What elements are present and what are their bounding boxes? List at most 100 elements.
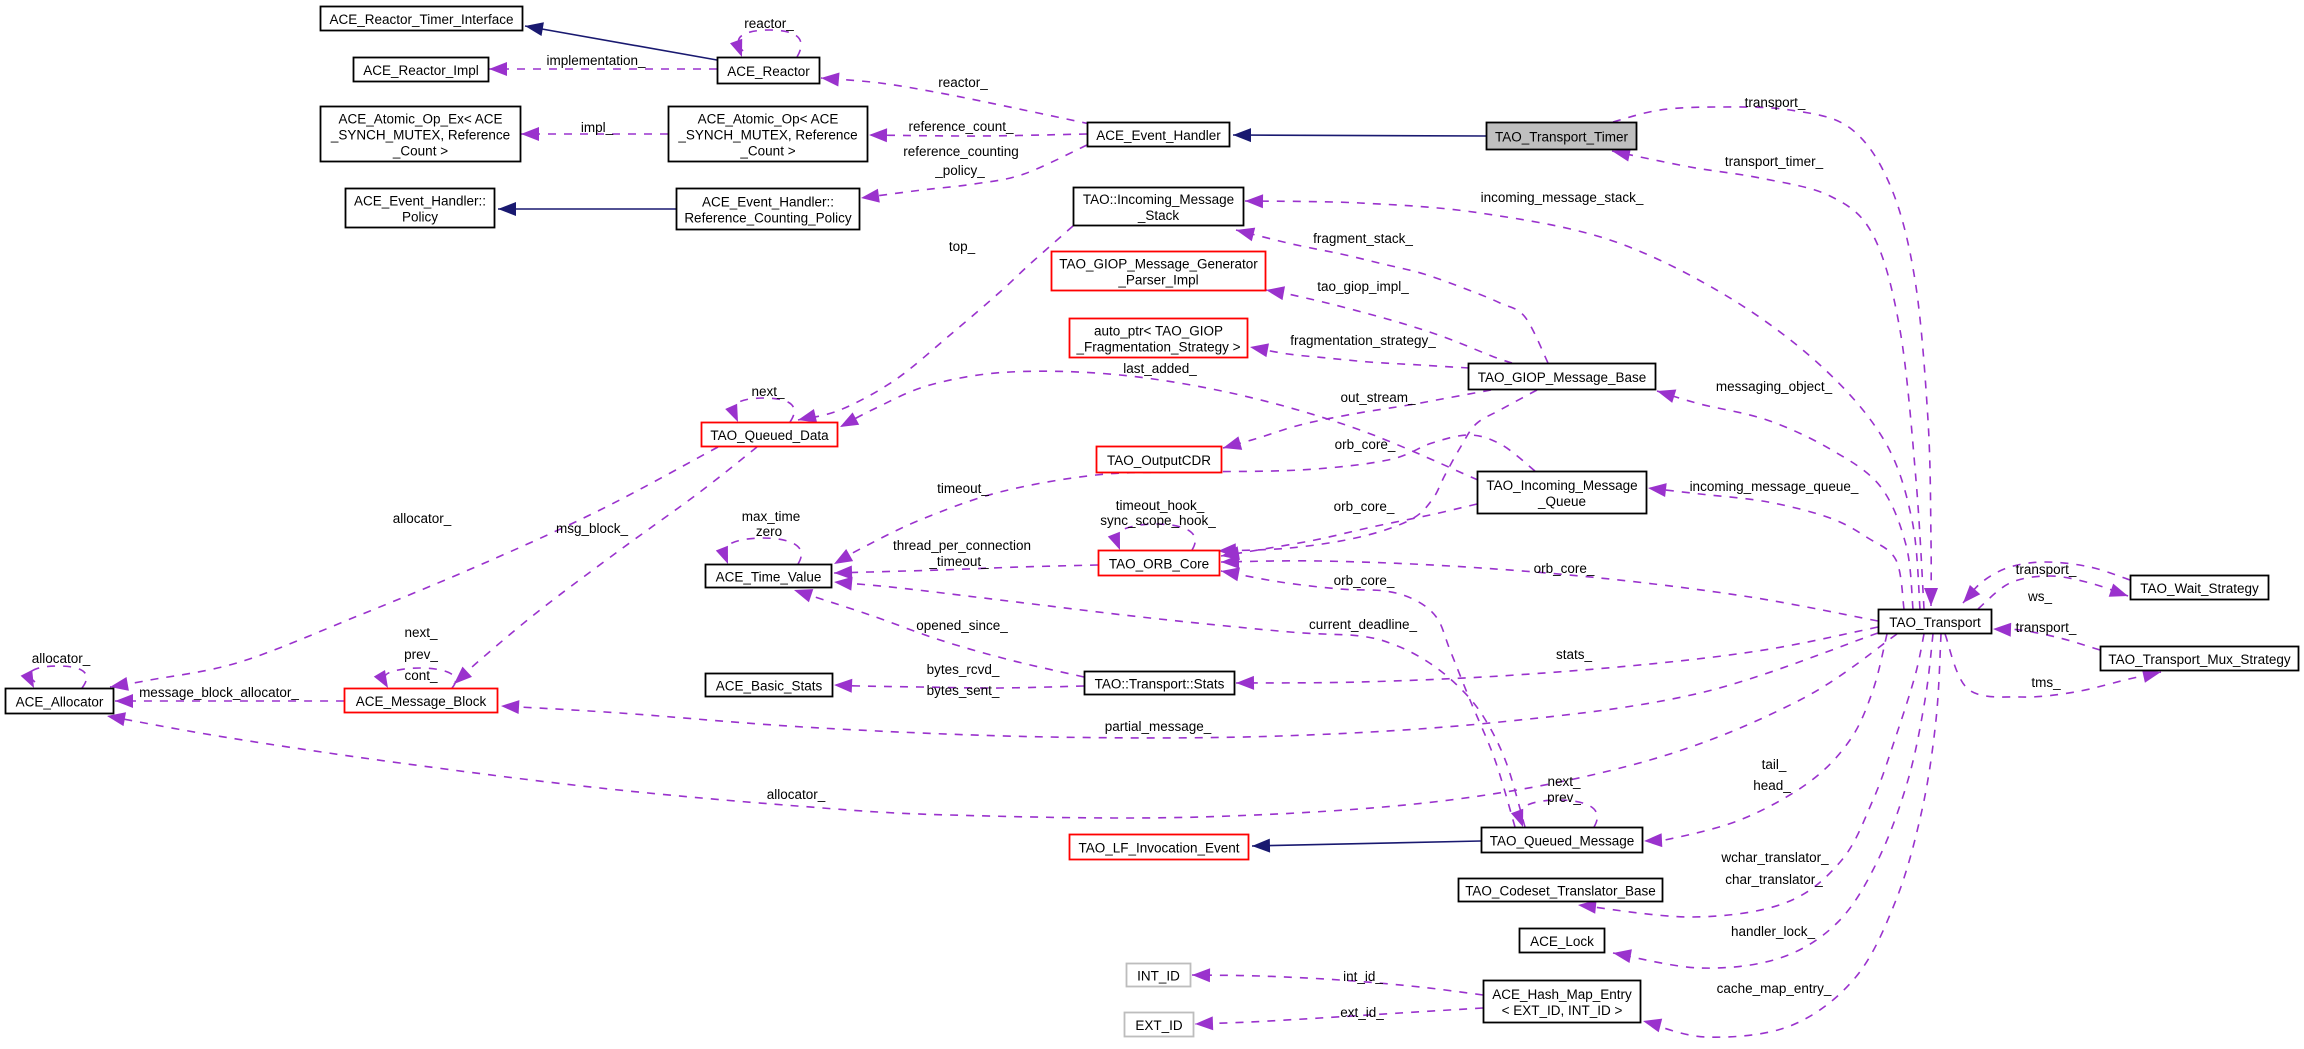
svg-text:orb_core_: orb_core_ bbox=[1334, 499, 1395, 514]
svg-text:INT_ID: INT_ID bbox=[1137, 969, 1180, 984]
svg-text:ACE_Event_Handler::: ACE_Event_Handler:: bbox=[702, 195, 834, 210]
svg-text:TAO_GIOP_Message_Base: TAO_GIOP_Message_Base bbox=[1478, 370, 1647, 385]
svg-text:ACE_Reactor_Timer_Interface: ACE_Reactor_Timer_Interface bbox=[329, 12, 513, 27]
svg-text:ext_id_: ext_id_ bbox=[1340, 1005, 1384, 1020]
svg-text:ACE_Reactor_Impl: ACE_Reactor_Impl bbox=[363, 63, 479, 78]
svg-text:ACE_Lock: ACE_Lock bbox=[1530, 934, 1594, 949]
svg-text:bytes_rcvd_: bytes_rcvd_ bbox=[927, 662, 1000, 677]
svg-text:out_stream_: out_stream_ bbox=[1340, 390, 1416, 405]
svg-text:last_added_: last_added_ bbox=[1123, 361, 1197, 376]
svg-text:ACE_Hash_Map_Entry: ACE_Hash_Map_Entry bbox=[1492, 987, 1632, 1002]
svg-text:int_id_: int_id_ bbox=[1343, 969, 1383, 984]
svg-text:_Count >: _Count > bbox=[392, 144, 448, 159]
svg-text:TAO_GIOP_Message_Generator: TAO_GIOP_Message_Generator bbox=[1059, 257, 1258, 272]
svg-text:ACE_Event_Handler: ACE_Event_Handler bbox=[1096, 128, 1221, 143]
svg-text:cache_map_entry_: cache_map_entry_ bbox=[1717, 981, 1832, 996]
svg-text:wchar_translator_: wchar_translator_ bbox=[1720, 850, 1829, 865]
svg-text:transport_: transport_ bbox=[1745, 95, 1806, 110]
svg-text:sync_scope_hook_: sync_scope_hook_ bbox=[1100, 513, 1216, 528]
svg-text:thread_per_connection: thread_per_connection bbox=[893, 538, 1031, 553]
svg-text:Policy: Policy bbox=[402, 210, 438, 225]
svg-text:TAO_Transport_Mux_Strategy: TAO_Transport_Mux_Strategy bbox=[2108, 652, 2291, 667]
svg-text:allocator_: allocator_ bbox=[32, 651, 91, 666]
svg-text:impl_: impl_ bbox=[581, 120, 614, 135]
svg-text:_Parser_Impl: _Parser_Impl bbox=[1117, 273, 1198, 288]
svg-text:ACE_Message_Block: ACE_Message_Block bbox=[356, 694, 487, 709]
svg-text:top_: top_ bbox=[949, 239, 976, 254]
svg-text:bytes_sent_: bytes_sent_ bbox=[927, 683, 1000, 698]
svg-text:transport_: transport_ bbox=[2016, 562, 2077, 577]
svg-text:current_deadline_: current_deadline_ bbox=[1309, 617, 1418, 632]
svg-text:next_: next_ bbox=[751, 384, 785, 399]
svg-text:prev_: prev_ bbox=[404, 647, 438, 662]
svg-text:transport_timer_: transport_timer_ bbox=[1725, 154, 1824, 169]
svg-text:TAO_Incoming_Message: TAO_Incoming_Message bbox=[1486, 478, 1637, 493]
svg-text:ACE_Atomic_Op_Ex< ACE: ACE_Atomic_Op_Ex< ACE bbox=[339, 112, 503, 127]
svg-text:TAO_OutputCDR: TAO_OutputCDR bbox=[1107, 453, 1211, 468]
svg-text:< EXT_ID, INT_ID >: < EXT_ID, INT_ID > bbox=[1502, 1003, 1623, 1018]
svg-text:_Fragmentation_Strategy >: _Fragmentation_Strategy > bbox=[1076, 340, 1241, 355]
svg-text:allocator_: allocator_ bbox=[393, 511, 452, 526]
svg-text:reactor_: reactor_ bbox=[744, 16, 794, 31]
svg-text:timeout_: timeout_ bbox=[937, 481, 989, 496]
svg-text:next_: next_ bbox=[404, 625, 438, 640]
svg-text:ACE_Allocator: ACE_Allocator bbox=[16, 695, 104, 710]
svg-text:ACE_Reactor: ACE_Reactor bbox=[727, 64, 810, 79]
svg-text:TAO_Codeset_Translator_Base: TAO_Codeset_Translator_Base bbox=[1465, 884, 1656, 899]
svg-text:msg_block_: msg_block_ bbox=[556, 521, 629, 536]
svg-text:cont_: cont_ bbox=[404, 668, 438, 683]
svg-text:fragmentation_strategy_: fragmentation_strategy_ bbox=[1290, 333, 1436, 348]
svg-text:opened_since_: opened_since_ bbox=[916, 618, 1008, 633]
svg-text:_timeout_: _timeout_ bbox=[928, 554, 989, 569]
svg-text:TAO_Transport_Timer: TAO_Transport_Timer bbox=[1495, 130, 1629, 145]
svg-text:char_translator_: char_translator_ bbox=[1725, 872, 1823, 887]
svg-text:tao_giop_impl_: tao_giop_impl_ bbox=[1317, 279, 1409, 294]
svg-text:TAO_Queued_Data: TAO_Queued_Data bbox=[710, 428, 829, 443]
svg-text:orb_core_: orb_core_ bbox=[1335, 437, 1396, 452]
svg-text:ACE_Event_Handler::: ACE_Event_Handler:: bbox=[354, 194, 486, 209]
svg-text:incoming_message_stack_: incoming_message_stack_ bbox=[1481, 190, 1644, 205]
svg-text:tail_: tail_ bbox=[1762, 757, 1787, 772]
svg-text:partial_message_: partial_message_ bbox=[1105, 719, 1212, 734]
svg-text:_SYNCH_MUTEX, Reference: _SYNCH_MUTEX, Reference bbox=[330, 128, 510, 143]
svg-text:implementation_: implementation_ bbox=[546, 53, 646, 68]
svg-text:handler_lock_: handler_lock_ bbox=[1731, 924, 1816, 939]
svg-text:head_: head_ bbox=[1753, 778, 1791, 793]
svg-text:_Count >: _Count > bbox=[739, 144, 795, 159]
svg-text:reference_counting: reference_counting bbox=[903, 144, 1019, 159]
svg-text:zero: zero bbox=[756, 524, 782, 539]
svg-text:_policy_: _policy_ bbox=[934, 163, 985, 178]
svg-text:TAO_Wait_Strategy: TAO_Wait_Strategy bbox=[2140, 581, 2259, 596]
svg-text:ACE_Atomic_Op< ACE: ACE_Atomic_Op< ACE bbox=[698, 112, 839, 127]
svg-text:max_time: max_time bbox=[742, 509, 801, 524]
svg-text:_Stack: _Stack bbox=[1137, 208, 1180, 223]
svg-text:allocator_: allocator_ bbox=[767, 787, 826, 802]
svg-text:reference_count_: reference_count_ bbox=[908, 119, 1014, 134]
svg-text:message_block_allocator_: message_block_allocator_ bbox=[139, 685, 299, 700]
svg-text:EXT_ID: EXT_ID bbox=[1135, 1018, 1183, 1033]
svg-text:ws_: ws_ bbox=[2027, 589, 2052, 604]
svg-text:TAO::Transport::Stats: TAO::Transport::Stats bbox=[1095, 677, 1225, 692]
svg-text:TAO_Transport: TAO_Transport bbox=[1889, 615, 1981, 630]
svg-text:TAO_LF_Invocation_Event: TAO_LF_Invocation_Event bbox=[1078, 841, 1239, 856]
svg-text:orb_core_: orb_core_ bbox=[1334, 573, 1395, 588]
svg-text:messaging_object_: messaging_object_ bbox=[1716, 379, 1833, 394]
svg-text:_SYNCH_MUTEX, Reference: _SYNCH_MUTEX, Reference bbox=[677, 128, 857, 143]
svg-text:tms_: tms_ bbox=[2031, 675, 2061, 690]
svg-text:next_: next_ bbox=[1547, 774, 1581, 789]
svg-text:Reference_Counting_Policy: Reference_Counting_Policy bbox=[684, 211, 852, 226]
svg-text:orb_core_: orb_core_ bbox=[1534, 561, 1595, 576]
svg-text:TAO::Incoming_Message: TAO::Incoming_Message bbox=[1083, 192, 1234, 207]
svg-text:reactor_: reactor_ bbox=[938, 75, 988, 90]
svg-text:transport_: transport_ bbox=[2016, 620, 2077, 635]
svg-text:timeout_hook_: timeout_hook_ bbox=[1116, 498, 1205, 513]
svg-text:stats_: stats_ bbox=[1556, 647, 1593, 662]
svg-text:TAO_ORB_Core: TAO_ORB_Core bbox=[1109, 557, 1209, 572]
svg-text:ACE_Time_Value: ACE_Time_Value bbox=[716, 570, 822, 585]
svg-text:ACE_Basic_Stats: ACE_Basic_Stats bbox=[716, 679, 823, 694]
svg-text:TAO_Queued_Message: TAO_Queued_Message bbox=[1490, 834, 1635, 849]
svg-text:incoming_message_queue_: incoming_message_queue_ bbox=[1690, 479, 1859, 494]
svg-text:prev_: prev_ bbox=[1547, 790, 1581, 805]
svg-text:auto_ptr< TAO_GIOP: auto_ptr< TAO_GIOP bbox=[1094, 324, 1223, 339]
svg-text:fragment_stack_: fragment_stack_ bbox=[1313, 231, 1413, 246]
